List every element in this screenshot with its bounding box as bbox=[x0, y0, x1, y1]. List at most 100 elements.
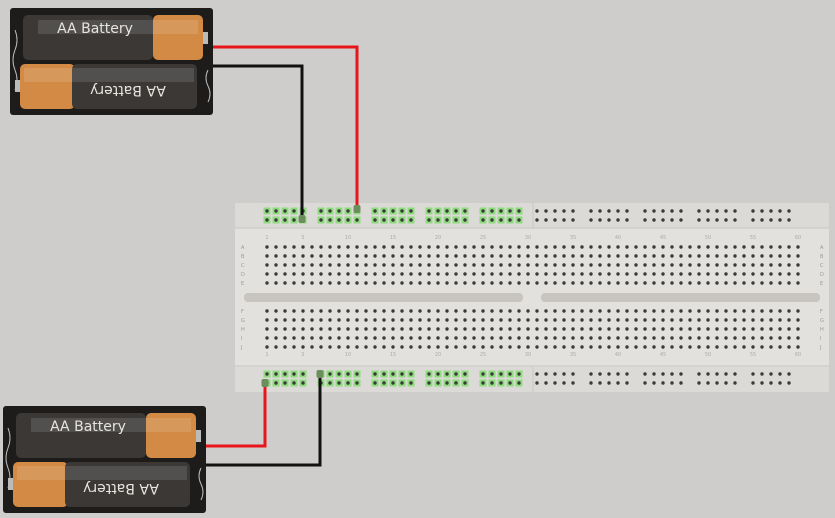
hole[interactable] bbox=[301, 372, 305, 376]
wire-end[interactable] bbox=[353, 205, 361, 213]
hole[interactable] bbox=[382, 345, 386, 349]
hole[interactable] bbox=[607, 381, 611, 385]
hole[interactable] bbox=[571, 263, 575, 267]
hole[interactable] bbox=[409, 209, 413, 213]
hole[interactable] bbox=[274, 345, 278, 349]
hole[interactable] bbox=[535, 309, 539, 313]
hole[interactable] bbox=[508, 263, 512, 267]
hole[interactable] bbox=[319, 209, 323, 213]
hole[interactable] bbox=[796, 327, 800, 331]
hole[interactable] bbox=[274, 318, 278, 322]
hole[interactable] bbox=[751, 381, 755, 385]
hole[interactable] bbox=[508, 336, 512, 340]
hole[interactable] bbox=[328, 254, 332, 258]
hole[interactable] bbox=[643, 209, 647, 213]
hole[interactable] bbox=[544, 336, 548, 340]
hole[interactable] bbox=[571, 309, 575, 313]
hole[interactable] bbox=[643, 309, 647, 313]
hole[interactable] bbox=[481, 345, 485, 349]
hole[interactable] bbox=[508, 209, 512, 213]
hole[interactable] bbox=[454, 318, 458, 322]
hole[interactable] bbox=[355, 263, 359, 267]
hole[interactable] bbox=[409, 281, 413, 285]
hole[interactable] bbox=[769, 272, 773, 276]
hole[interactable] bbox=[697, 336, 701, 340]
hole[interactable] bbox=[328, 281, 332, 285]
hole[interactable] bbox=[490, 309, 494, 313]
hole[interactable] bbox=[616, 336, 620, 340]
hole[interactable] bbox=[319, 345, 323, 349]
hole[interactable] bbox=[661, 381, 665, 385]
hole[interactable] bbox=[652, 327, 656, 331]
hole[interactable] bbox=[517, 281, 521, 285]
hole[interactable] bbox=[616, 218, 620, 222]
hole[interactable] bbox=[499, 218, 503, 222]
hole[interactable] bbox=[481, 327, 485, 331]
hole[interactable] bbox=[499, 272, 503, 276]
hole[interactable] bbox=[607, 245, 611, 249]
hole[interactable] bbox=[373, 372, 377, 376]
hole[interactable] bbox=[589, 327, 593, 331]
hole[interactable] bbox=[436, 309, 440, 313]
hole[interactable] bbox=[409, 345, 413, 349]
hole[interactable] bbox=[265, 209, 269, 213]
hole[interactable] bbox=[400, 245, 404, 249]
hole[interactable] bbox=[472, 336, 476, 340]
hole[interactable] bbox=[337, 327, 341, 331]
hole[interactable] bbox=[346, 381, 350, 385]
hole[interactable] bbox=[688, 318, 692, 322]
hole[interactable] bbox=[769, 381, 773, 385]
hole[interactable] bbox=[535, 209, 539, 213]
hole[interactable] bbox=[796, 336, 800, 340]
hole[interactable] bbox=[445, 381, 449, 385]
hole[interactable] bbox=[706, 263, 710, 267]
hole[interactable] bbox=[427, 272, 431, 276]
hole[interactable] bbox=[607, 272, 611, 276]
hole[interactable] bbox=[481, 336, 485, 340]
hole[interactable] bbox=[319, 263, 323, 267]
hole[interactable] bbox=[355, 345, 359, 349]
hole[interactable] bbox=[544, 372, 548, 376]
hole[interactable] bbox=[400, 254, 404, 258]
hole[interactable] bbox=[706, 318, 710, 322]
hole[interactable] bbox=[580, 309, 584, 313]
hole[interactable] bbox=[400, 318, 404, 322]
hole[interactable] bbox=[283, 272, 287, 276]
hole[interactable] bbox=[670, 345, 674, 349]
hole[interactable] bbox=[643, 345, 647, 349]
hole[interactable] bbox=[616, 245, 620, 249]
hole[interactable] bbox=[481, 209, 485, 213]
hole[interactable] bbox=[634, 336, 638, 340]
hole[interactable] bbox=[454, 372, 458, 376]
hole[interactable] bbox=[535, 318, 539, 322]
hole[interactable] bbox=[508, 281, 512, 285]
hole[interactable] bbox=[463, 345, 467, 349]
hole[interactable] bbox=[589, 309, 593, 313]
hole[interactable] bbox=[409, 372, 413, 376]
hole[interactable] bbox=[634, 309, 638, 313]
hole[interactable] bbox=[346, 218, 350, 222]
hole[interactable] bbox=[346, 309, 350, 313]
hole[interactable] bbox=[760, 254, 764, 258]
hole[interactable] bbox=[634, 263, 638, 267]
hole[interactable] bbox=[589, 372, 593, 376]
hole[interactable] bbox=[391, 318, 395, 322]
hole[interactable] bbox=[724, 245, 728, 249]
hole[interactable] bbox=[283, 309, 287, 313]
hole[interactable] bbox=[265, 309, 269, 313]
hole[interactable] bbox=[697, 281, 701, 285]
hole[interactable] bbox=[535, 218, 539, 222]
hole[interactable] bbox=[769, 345, 773, 349]
hole[interactable] bbox=[337, 218, 341, 222]
hole[interactable] bbox=[661, 263, 665, 267]
hole[interactable] bbox=[751, 218, 755, 222]
hole[interactable] bbox=[373, 209, 377, 213]
hole[interactable] bbox=[643, 318, 647, 322]
hole[interactable] bbox=[463, 209, 467, 213]
hole[interactable] bbox=[643, 336, 647, 340]
hole[interactable] bbox=[589, 218, 593, 222]
hole[interactable] bbox=[751, 345, 755, 349]
hole[interactable] bbox=[715, 381, 719, 385]
hole[interactable] bbox=[454, 381, 458, 385]
